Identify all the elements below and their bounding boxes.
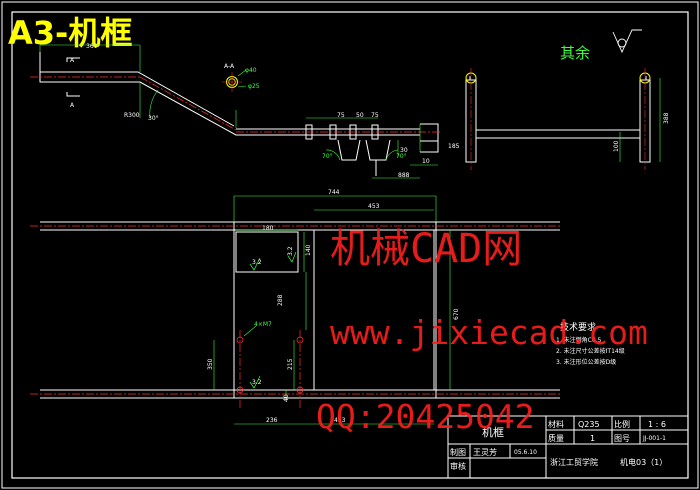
tb-dwgno-label: 图号 [614, 434, 630, 443]
dim-70a: 70° [322, 153, 333, 160]
tb-school: 浙江工贸学院 [550, 457, 598, 467]
tb-material-label: 材料 [548, 419, 564, 429]
tb-weight: 1 [590, 434, 595, 443]
dim-350: 350 [207, 358, 214, 370]
tb-class: 机电03（1） [620, 457, 667, 467]
dim-361: 361 [86, 43, 98, 50]
section-label: A-A [224, 63, 235, 70]
roughness-symbol-icon [612, 29, 642, 54]
watermark-line-3: QQ:20425042 [316, 397, 535, 436]
dim-288: 288 [277, 294, 284, 306]
end-view-circles [465, 68, 651, 170]
tech-req-item-3: 3. 未注形位公差按D级 [556, 358, 616, 366]
dim-r300: R300 [124, 112, 140, 119]
plan-view-centerlines [30, 225, 560, 410]
end-view-tubes [465, 76, 651, 163]
roughness-note: 其余 [560, 44, 590, 62]
dim-215: 215 [287, 358, 294, 370]
dim-lines-top [39, 44, 438, 179]
tb-draw-label: 制图 [450, 447, 466, 457]
dim-50: 50 [356, 112, 364, 119]
section-mark-top: A [70, 57, 75, 64]
tech-req-item-2: 2. 未注尺寸公差按IT14级 [556, 347, 625, 355]
dim-phi25: φ25 [248, 83, 260, 90]
tb-scale-label: 比例 [614, 419, 630, 429]
dim-236: 236 [266, 417, 278, 424]
tb-weight-label: 质量 [548, 433, 564, 443]
tb-drawer: 王灵芳 [473, 447, 497, 457]
dim-30deg: 30° [148, 115, 159, 122]
dim-453b: 453 [334, 417, 346, 424]
dim-185: 185 [448, 143, 460, 150]
dim-70b: 70° [396, 153, 407, 160]
tb-scale: 1 : 6 [648, 420, 666, 429]
dim-744: 744 [328, 189, 340, 196]
rough-32b: 3.2 [287, 246, 294, 256]
tech-req-heading: 技术要求 [560, 321, 596, 333]
inner-border [11, 11, 689, 479]
section-marks [66, 57, 80, 97]
dim-75a: 75 [337, 112, 345, 119]
dim-670: 670 [453, 308, 460, 320]
tb-check-label: 审核 [450, 461, 466, 471]
tb-material: Q235 [578, 420, 600, 429]
dim-140: 140 [305, 244, 312, 256]
tb-date: 05.6.10 [514, 449, 537, 456]
title-block [447, 415, 689, 479]
dim-40: 40 [283, 394, 290, 402]
rough-32c: 3.2 [252, 379, 262, 386]
dim-75b: 75 [371, 112, 379, 119]
dim-888: 888 [398, 172, 410, 179]
watermark-line-1: 机械CAD网 [330, 226, 522, 272]
dim-453: 453 [368, 203, 380, 210]
tb-dwgno: JJ-001-1 [642, 435, 666, 442]
mounting-holes [236, 336, 304, 394]
dim-lines-plan [213, 195, 451, 425]
dim-30: 30 [400, 147, 408, 154]
roughness-mark-icons [249, 251, 297, 389]
watermark-line-2: www.jixiecad.com [330, 313, 648, 352]
dim-phi40: φ40 [245, 67, 257, 74]
tb-part-name: 机框 [482, 425, 504, 439]
dim-180: 180 [262, 225, 274, 232]
dim-388: 388 [663, 112, 670, 124]
dim-4xm7: 4×M7 [254, 321, 272, 328]
dim-lines-end-view [619, 78, 661, 162]
rough-32a: 3.2 [252, 259, 262, 266]
tech-req-item-1: 1. 未注倒角C0.5 [556, 336, 602, 344]
section-circle-icon [222, 69, 247, 92]
dim-100: 100 [613, 140, 620, 152]
side-view-cuts [305, 124, 391, 176]
side-view-centerlines [30, 76, 440, 133]
section-mark-bottom: A [70, 102, 75, 109]
dim-10: 10 [422, 158, 430, 165]
sheet-title: A3-机框 [8, 14, 132, 52]
